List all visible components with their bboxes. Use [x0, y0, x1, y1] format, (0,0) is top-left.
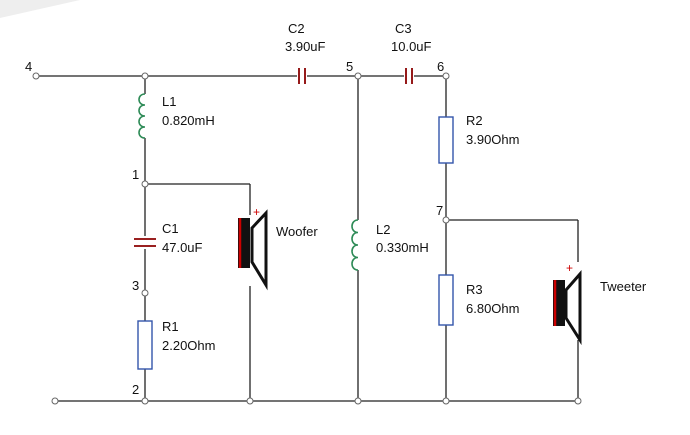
woofer-label: Woofer [276, 224, 318, 239]
r1-name: R1 [162, 319, 179, 334]
capacitor-c1 [134, 238, 156, 247]
l1-value: 0.820mH [162, 113, 215, 128]
connection-dots [32, 72, 582, 405]
resistor-r1 [137, 320, 153, 370]
resistor-r2 [438, 116, 454, 164]
r3-name: R3 [466, 282, 483, 297]
l2-name: L2 [376, 222, 390, 237]
tweeter-plus-sign: + [566, 261, 573, 275]
woofer-speaker-icon: + [238, 205, 268, 291]
node-label-3: 3 [132, 278, 139, 293]
c3-name: C3 [395, 21, 412, 36]
node-label-7: 7 [436, 203, 443, 218]
c1-name: C1 [162, 221, 179, 236]
l1-name: L1 [162, 94, 176, 109]
l2-value: 0.330mH [376, 240, 429, 255]
node-label-2: 2 [132, 382, 139, 397]
c1-value: 47.0uF [162, 240, 203, 255]
node-label-4: 4 [25, 59, 32, 74]
capacitor-c2 [298, 68, 306, 84]
capacitor-c3 [405, 68, 413, 84]
node-label-6: 6 [437, 59, 444, 74]
tweeter-speaker-icon: + [553, 261, 582, 346]
resistor-r3 [438, 274, 454, 326]
r2-value: 3.90Ohm [466, 132, 519, 147]
c2-name: C2 [288, 21, 305, 36]
c2-value: 3.90uF [285, 39, 326, 54]
node-label-5: 5 [346, 59, 353, 74]
r3-value: 6.80Ohm [466, 301, 519, 316]
tweeter-label: Tweeter [600, 279, 647, 294]
corner-artifact [0, 0, 80, 18]
woofer-plus-sign: + [253, 205, 260, 219]
r1-value: 2.20Ohm [162, 338, 215, 353]
r2-name: R2 [466, 113, 483, 128]
c3-value: 10.0uF [391, 39, 432, 54]
inductor-l2 [351, 219, 359, 271]
inductor-l1 [138, 93, 146, 139]
node-label-1: 1 [132, 167, 139, 182]
